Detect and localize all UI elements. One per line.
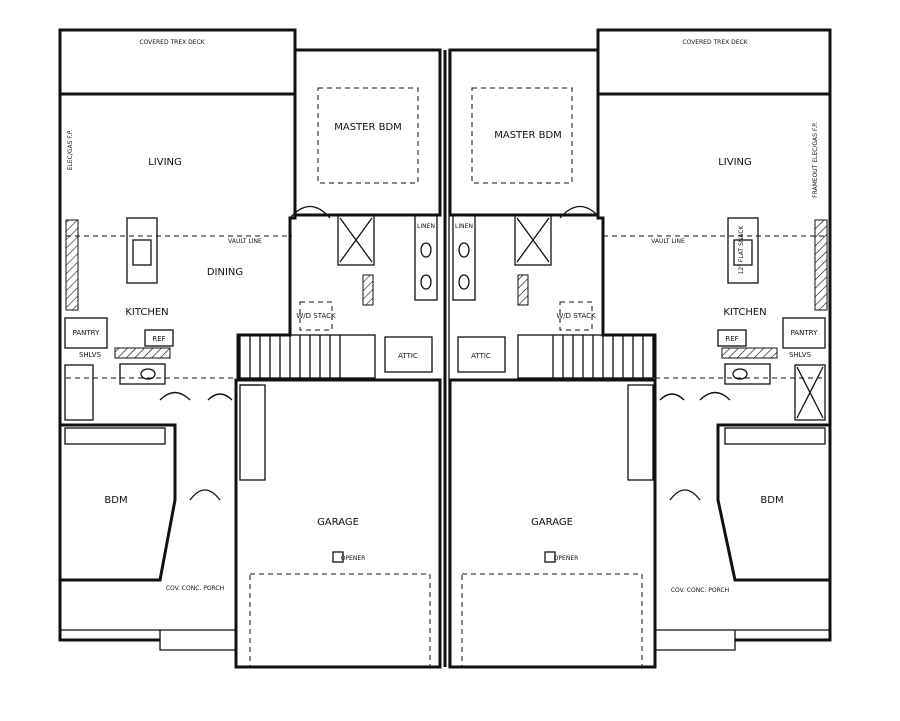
- right-deck-label: COVERED TREX DECK: [682, 39, 748, 46]
- left-ref-label: REF: [152, 335, 165, 343]
- left-sink-2: [420, 274, 432, 290]
- left-living-label: LIVING: [148, 157, 182, 168]
- right-linen-closet: [452, 214, 476, 301]
- right-vault-label: VAULT LINE: [651, 238, 685, 245]
- right-door-swing-2: [659, 393, 685, 401]
- left-kitchen-label: KITCHEN: [125, 307, 168, 318]
- right-bedroom-walls: [716, 423, 830, 582]
- left-pantry-box: [64, 317, 108, 349]
- right-counter-hatch: [721, 347, 778, 359]
- right-fireplace-label: FRAMEOUT ELEC/GAS F.P.: [812, 122, 819, 198]
- left-dining-label: DINING: [207, 267, 243, 278]
- left-ref-box: [144, 329, 174, 347]
- right-shower-box: [794, 364, 826, 421]
- left-opener-box: [332, 551, 344, 563]
- left-door-swing-2: [207, 393, 233, 401]
- left-wd-stack: [299, 301, 333, 331]
- left-master-tray: [317, 87, 419, 184]
- right-opener-box: [544, 551, 556, 563]
- right-ref-label: REF: [725, 335, 738, 343]
- right-sink-island: [733, 239, 753, 266]
- right-garage-door: [461, 573, 643, 668]
- left-wd-label: W/D STACK: [296, 312, 336, 320]
- left-bedroom-walls: [60, 423, 177, 582]
- right-door-swing-3: [559, 205, 601, 219]
- right-vanity-sink: [732, 368, 748, 380]
- left-bedroom-closet: [64, 427, 166, 445]
- left-pantry-label: PANTRY: [73, 329, 100, 337]
- right-kitchen-island: [727, 217, 759, 284]
- right-shelves-label: SHLVS: [789, 351, 812, 359]
- left-sink-1: [420, 242, 432, 258]
- right-wd-label: W/D STACK: [556, 312, 596, 320]
- right-sink-1: [458, 242, 470, 258]
- left-kitchen-island: [126, 217, 158, 284]
- left-door-swing-1: [159, 391, 191, 401]
- left-bath-hatch: [362, 274, 374, 306]
- left-oven-hatch: [65, 219, 79, 311]
- left-vault-label: VAULT LINE: [228, 238, 262, 245]
- right-bdm-label: BDM: [760, 495, 783, 506]
- right-attic-box: [457, 336, 506, 373]
- left-counter-hatch: [114, 347, 171, 359]
- left-bath-walls: [337, 214, 375, 266]
- left-stairs: [239, 334, 376, 481]
- left-attic-box: [384, 336, 433, 373]
- left-door-swing-3: [289, 205, 331, 219]
- left-garage-door: [249, 573, 431, 668]
- left-tub: [64, 364, 94, 421]
- right-wd-stack: [559, 301, 593, 331]
- left-unit: COVERED TREX DECK LIVING ELEC/GAS F.P. D…: [58, 28, 442, 669]
- left-linen-label: LINEN: [417, 223, 435, 230]
- right-garage-label: GARAGE: [531, 517, 573, 528]
- left-garage-label: GARAGE: [317, 517, 359, 528]
- right-bedroom-closet: [724, 427, 826, 445]
- left-deck-label: COVERED TREX DECK: [139, 39, 205, 46]
- right-flat-snack-label: 12" FLAT SNACK: [738, 225, 745, 275]
- right-door-swing-1: [699, 391, 731, 401]
- right-opener-label: OPENER: [554, 555, 579, 562]
- left-porch-label: COV. CONC. PORCH: [166, 585, 224, 592]
- right-shower-x2: [516, 217, 550, 263]
- right-porch-outline: [655, 580, 831, 651]
- right-living-label: LIVING: [718, 157, 752, 168]
- right-porch-label: COV. CONC. PORCH: [671, 587, 729, 594]
- left-shelves-label: SHLVS: [79, 351, 102, 359]
- right-ref-box: [717, 329, 747, 347]
- left-attic-label: ATTIC: [398, 352, 418, 360]
- left-sink-island: [132, 239, 152, 266]
- right-door-swing-4: [669, 489, 701, 501]
- left-vanity: [119, 363, 166, 385]
- right-attic-label: ATTIC: [471, 352, 491, 360]
- right-sink-2: [458, 274, 470, 290]
- right-bath-hatch: [517, 274, 529, 306]
- right-bath-walls: [514, 214, 552, 266]
- right-master-tray: [471, 87, 573, 184]
- left-vanity-sink: [140, 368, 156, 380]
- left-door-swing-4: [189, 489, 221, 501]
- left-linen-closet: [414, 214, 438, 301]
- right-master-label: MASTER BDM: [494, 130, 562, 141]
- left-porch-outline: [59, 580, 235, 651]
- left-opener-label: OPENER: [341, 555, 366, 562]
- right-linen-label: LINEN: [455, 223, 473, 230]
- right-pantry-box: [782, 317, 826, 349]
- right-kitchen-label: KITCHEN: [723, 307, 766, 318]
- right-vanity: [724, 363, 771, 385]
- right-pantry-label: PANTRY: [791, 329, 818, 337]
- right-unit: COVERED TREX DECK LIVING FRAMEOUT ELEC/G…: [448, 28, 832, 669]
- left-master-label: MASTER BDM: [334, 122, 402, 133]
- right-oven-hatch: [814, 219, 828, 311]
- right-stairs: [517, 334, 654, 481]
- left-fireplace-label: ELEC/GAS F.P.: [67, 130, 74, 171]
- left-shower-x2: [339, 217, 373, 263]
- left-bdm-label: BDM: [104, 495, 127, 506]
- right-shower-box-x2: [796, 366, 824, 419]
